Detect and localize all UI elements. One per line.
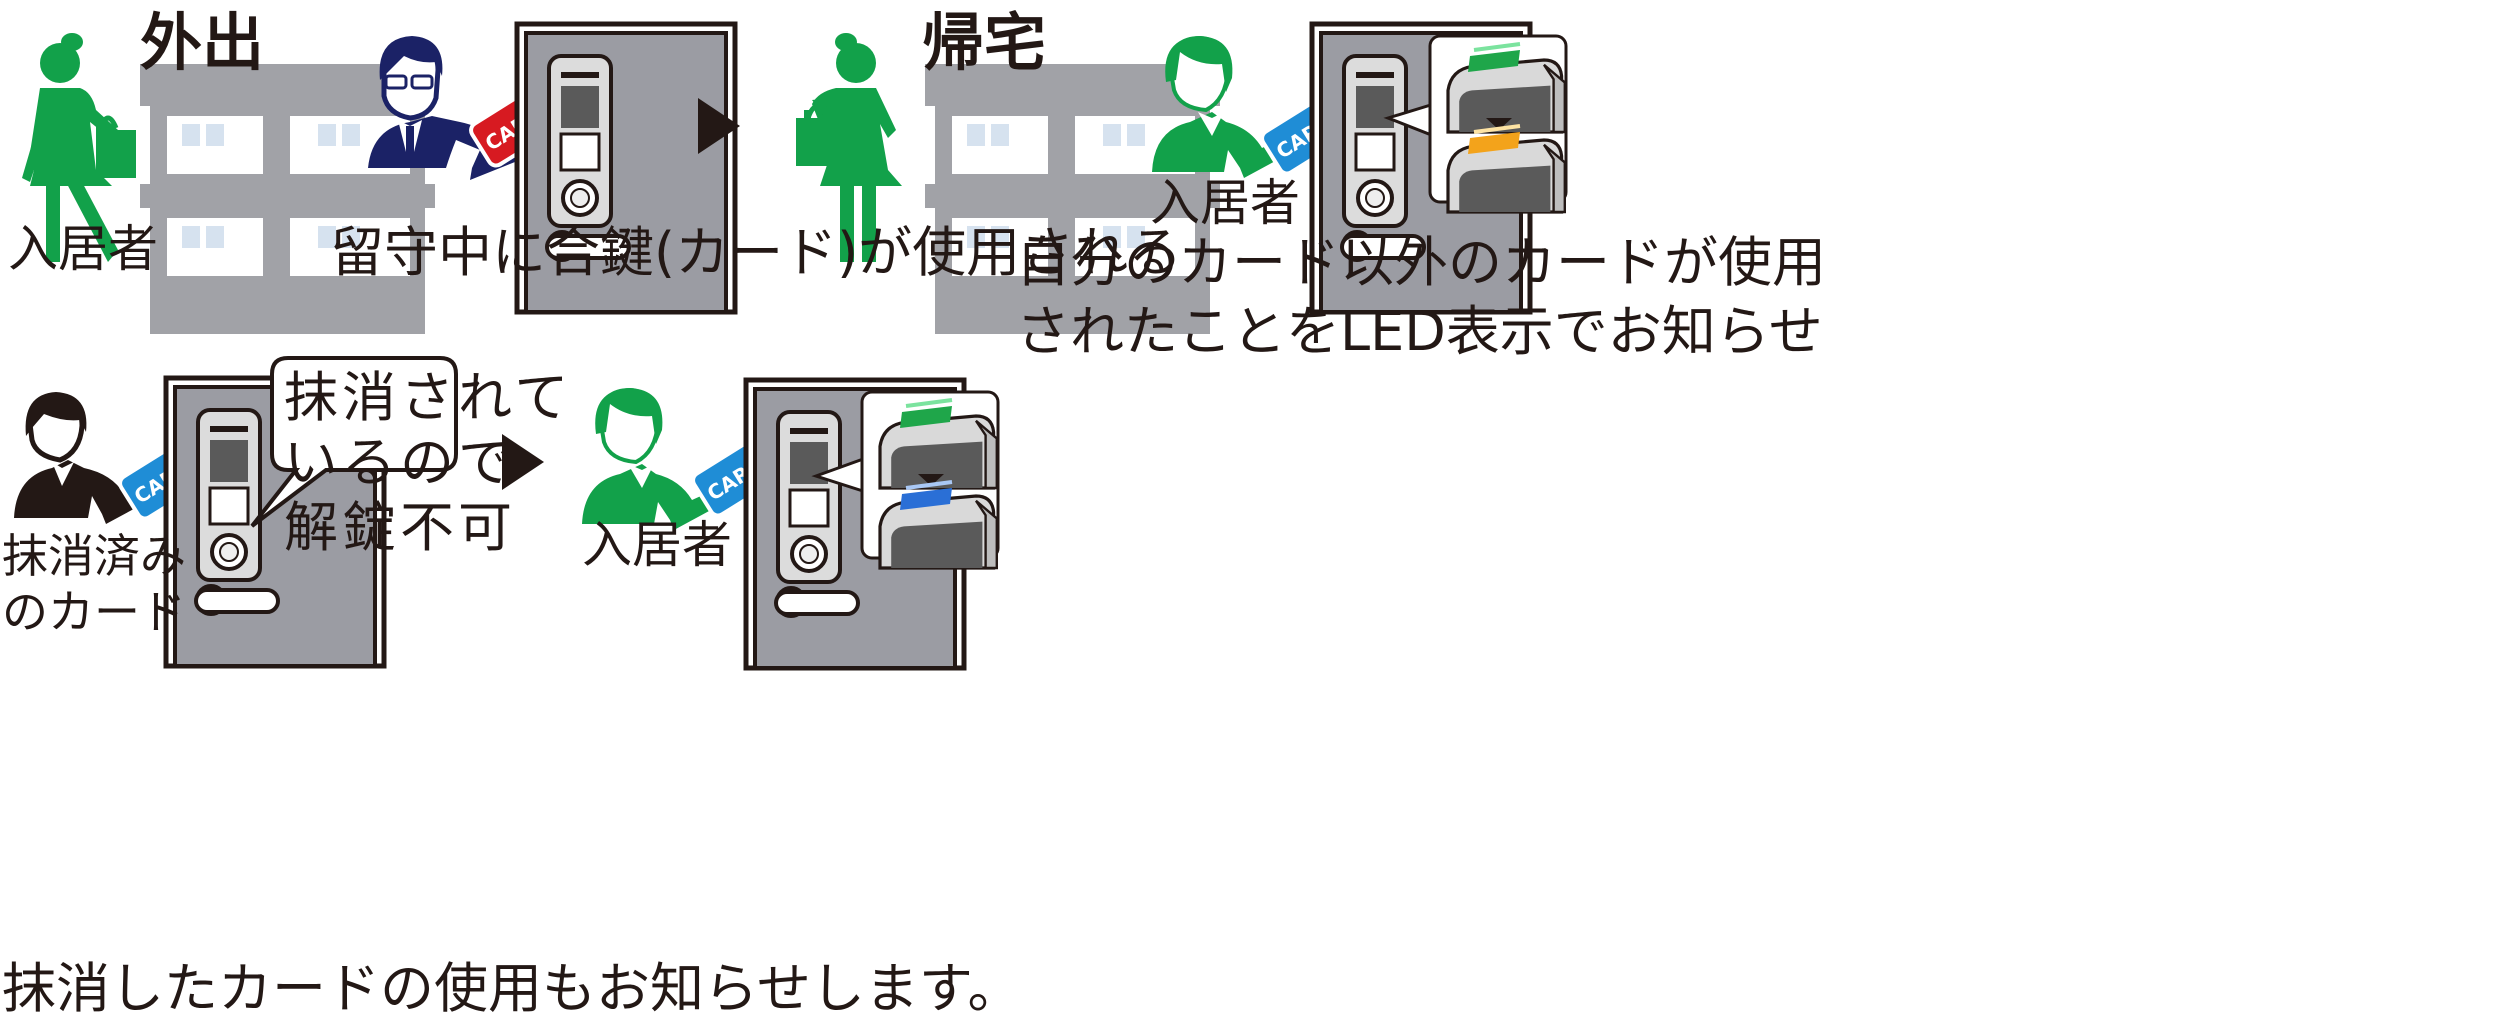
down-arrow-icon (1486, 118, 1512, 130)
caption-led-notice: 自分のカード以外のカードが使用 されたことをLED表示でお知らせ (1016, 231, 1826, 364)
arrow-right-icon (698, 98, 740, 154)
caption-spare-key-used: 留守中に合鍵(カード)が使用される (330, 221, 1183, 284)
caption-revoked-card-notice: 抹消したカードの使用もお知らせします。 (2, 957, 1022, 1020)
heading-going-out: 外出 (140, 6, 265, 79)
led-green-icon-2 (900, 406, 952, 428)
resident-at-door-figure-2 (582, 387, 722, 530)
led-green-icon (1468, 50, 1520, 72)
bubble-unlock-denied-text: 抹消されて いるので 解錠不可 (284, 366, 573, 559)
resident-label-3: 入居者 (582, 516, 732, 574)
led-blue-icon (900, 488, 952, 510)
resident-label: 入居者 (8, 220, 158, 278)
resident-returning-figure (796, 33, 902, 262)
heading-returning-home: 帰宅 (922, 6, 1047, 79)
resident-leaving-figure (22, 33, 136, 262)
revoked-card-label: 抹消済み のカード (2, 529, 186, 640)
led-indicator-inset-1 (1383, 34, 1568, 214)
stranger-figure (14, 392, 154, 524)
arrow-right-icon-2 (502, 434, 544, 490)
resident-label-2: 入居者 (1150, 174, 1300, 232)
led-orange-icon (1468, 132, 1520, 154)
resident-at-door-figure (1152, 35, 1292, 178)
speech-bubble (250, 356, 458, 528)
led-indicator-inset-2 (811, 390, 1000, 570)
down-arrow-icon-2 (918, 474, 944, 486)
